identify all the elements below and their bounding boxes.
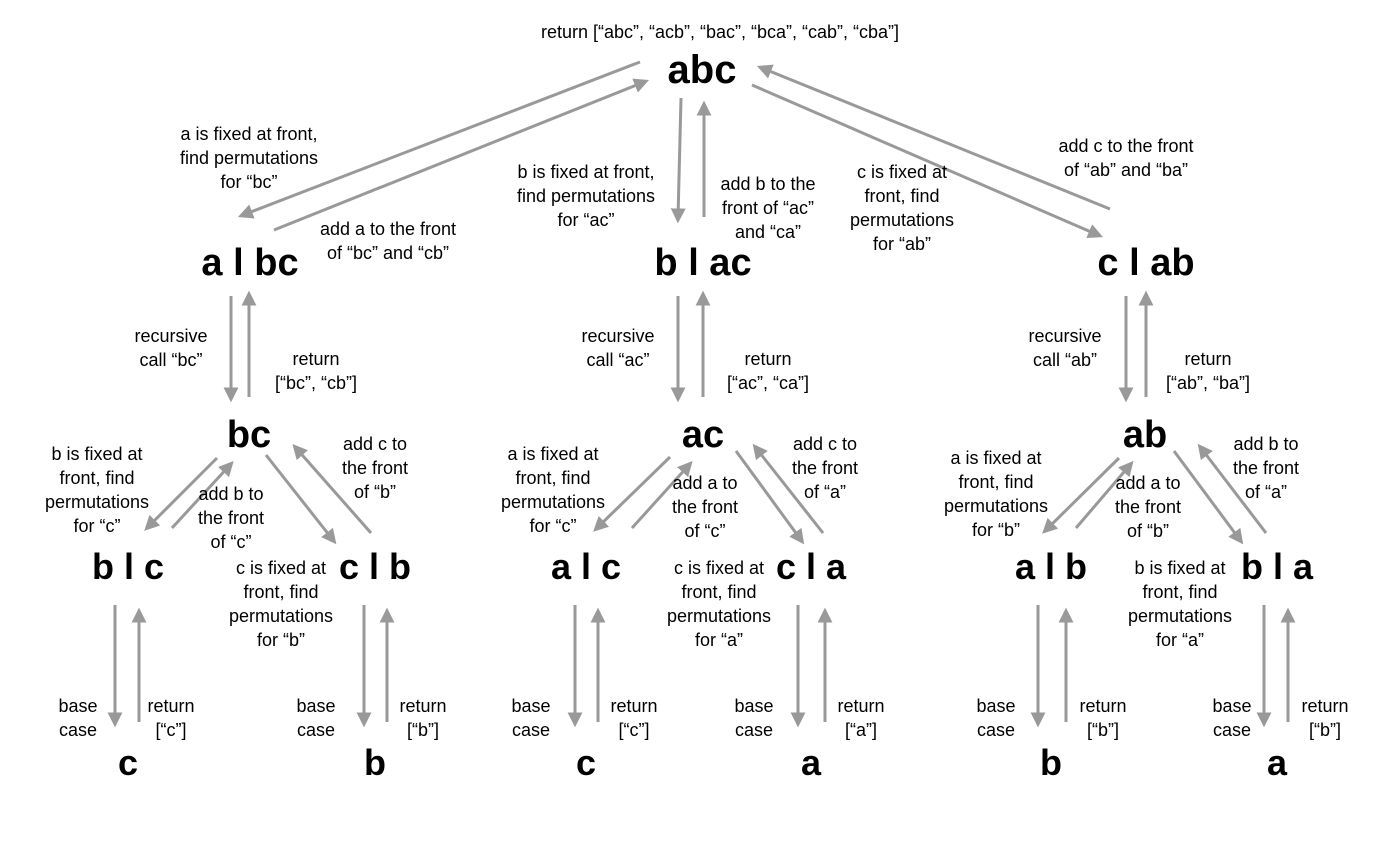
call-arrow — [734, 450, 805, 545]
return-arrow — [1197, 443, 1268, 534]
return-arrow — [752, 443, 825, 534]
node-leaf-a: a — [1266, 742, 1288, 783]
node-b-ac: b l ac — [654, 242, 752, 284]
call-arrow — [264, 454, 337, 545]
call-arrow — [1042, 456, 1121, 534]
label-rec-ac: recursive call “ac” — [581, 326, 655, 370]
label-ab-add-b: add b to the front of “a” — [1232, 434, 1300, 502]
return-arrow — [292, 443, 373, 534]
label-add-a: add a to the front of “bc” and “cb” — [319, 219, 457, 263]
node-leaf-a: a — [800, 742, 822, 783]
return-arrow — [273, 78, 650, 232]
node-ab: ab — [1122, 414, 1168, 456]
label-fix-a: a is fixed at front, find permutations f… — [179, 124, 319, 192]
node-c-ab: c l ab — [1097, 242, 1195, 284]
call-arrow — [144, 456, 219, 531]
label-ab-add-a: add a to the front of “b” — [1114, 473, 1182, 541]
label-ret-ab: return [“ab”, “ba”] — [1165, 349, 1251, 393]
label-ab-fix-a: a is fixed at front, find permutations f… — [943, 448, 1049, 540]
label-add-b: add b to the front of “ac” and “ca” — [720, 174, 816, 242]
label-ac-add-a: add a to the front of “c” — [671, 473, 739, 541]
label-bc-fix-b: b is fixed at front, find permutations f… — [44, 444, 150, 536]
label-bc-add-c: add c to the front of “b” — [341, 434, 409, 502]
node-leaf-c: c — [117, 742, 139, 783]
label-return-leaf: return [“b”] — [1301, 696, 1349, 740]
node-a-bc: a l bc — [201, 242, 299, 284]
return-arrow — [1074, 460, 1134, 529]
label-ac-add-c: add c to the front of “a” — [791, 434, 859, 502]
label-return-leaf: return [“a”] — [837, 696, 885, 740]
call-arrow — [751, 83, 1103, 239]
label-bc-add-b: add b to the front of “c” — [197, 484, 265, 552]
label-base-case: base case — [511, 696, 551, 740]
node-bc: bc — [226, 414, 272, 456]
node-leaf-c: c — [575, 742, 597, 783]
label-fix-c: c is fixed at front, find permutations f… — [849, 162, 955, 254]
label-base-case: base case — [296, 696, 336, 740]
label-ret-ac: return [“ac”, “ca”] — [726, 349, 810, 393]
node-b-c: b l c — [91, 546, 165, 587]
label-ret-bc: return [“bc”, “cb”] — [274, 349, 358, 393]
label-ac-fix-a: a is fixed at front, find permutations f… — [500, 444, 606, 536]
node-root: abc — [667, 48, 737, 92]
label-base-case: base case — [58, 696, 98, 740]
label-bc-fix-c: c is fixed at front, find permutations f… — [228, 558, 334, 650]
call-arrow — [670, 97, 686, 224]
label-ac-fix-c: c is fixed at front, find permutations f… — [666, 558, 772, 650]
label-rec-bc: recursive call “bc” — [134, 326, 208, 370]
label-return-leaf: return [“b”] — [1079, 696, 1127, 740]
label-rec-ab: recursive call “ab” — [1028, 326, 1102, 370]
label-fix-b: b is fixed at front, find permutations f… — [516, 162, 656, 230]
node-leaf-b: b — [364, 742, 386, 783]
node-ac: ac — [681, 414, 725, 456]
label-root-return: return [“abc”, “acb”, “bac”, “bca”, “cab… — [540, 22, 900, 42]
call-arrow — [593, 455, 672, 532]
call-arrow — [1172, 450, 1244, 545]
call-arrow — [237, 60, 641, 219]
return-arrow — [170, 461, 234, 530]
node-b-a: b l a — [1240, 546, 1314, 587]
label-return-leaf: return [“b”] — [399, 696, 447, 740]
return-arrow — [630, 460, 693, 530]
node-c-a: c l a — [775, 546, 847, 587]
label-add-c: add c to the front of “ab” and “ba” — [1058, 136, 1194, 180]
label-base-case: base case — [976, 696, 1016, 740]
label-return-leaf: return [“c”] — [610, 696, 658, 740]
node-c-b: c l b — [338, 546, 412, 587]
return-arrow — [756, 64, 1111, 211]
node-a-b: a l b — [1014, 546, 1088, 587]
label-base-case: base case — [1212, 696, 1252, 740]
node-a-c: a l c — [550, 546, 622, 587]
label-return-leaf: return [“c”] — [147, 696, 195, 740]
node-leaf-b: b — [1040, 742, 1062, 783]
label-ab-fix-b: b is fixed at front, find permutations f… — [1127, 558, 1233, 650]
label-base-case: base case — [734, 696, 774, 740]
